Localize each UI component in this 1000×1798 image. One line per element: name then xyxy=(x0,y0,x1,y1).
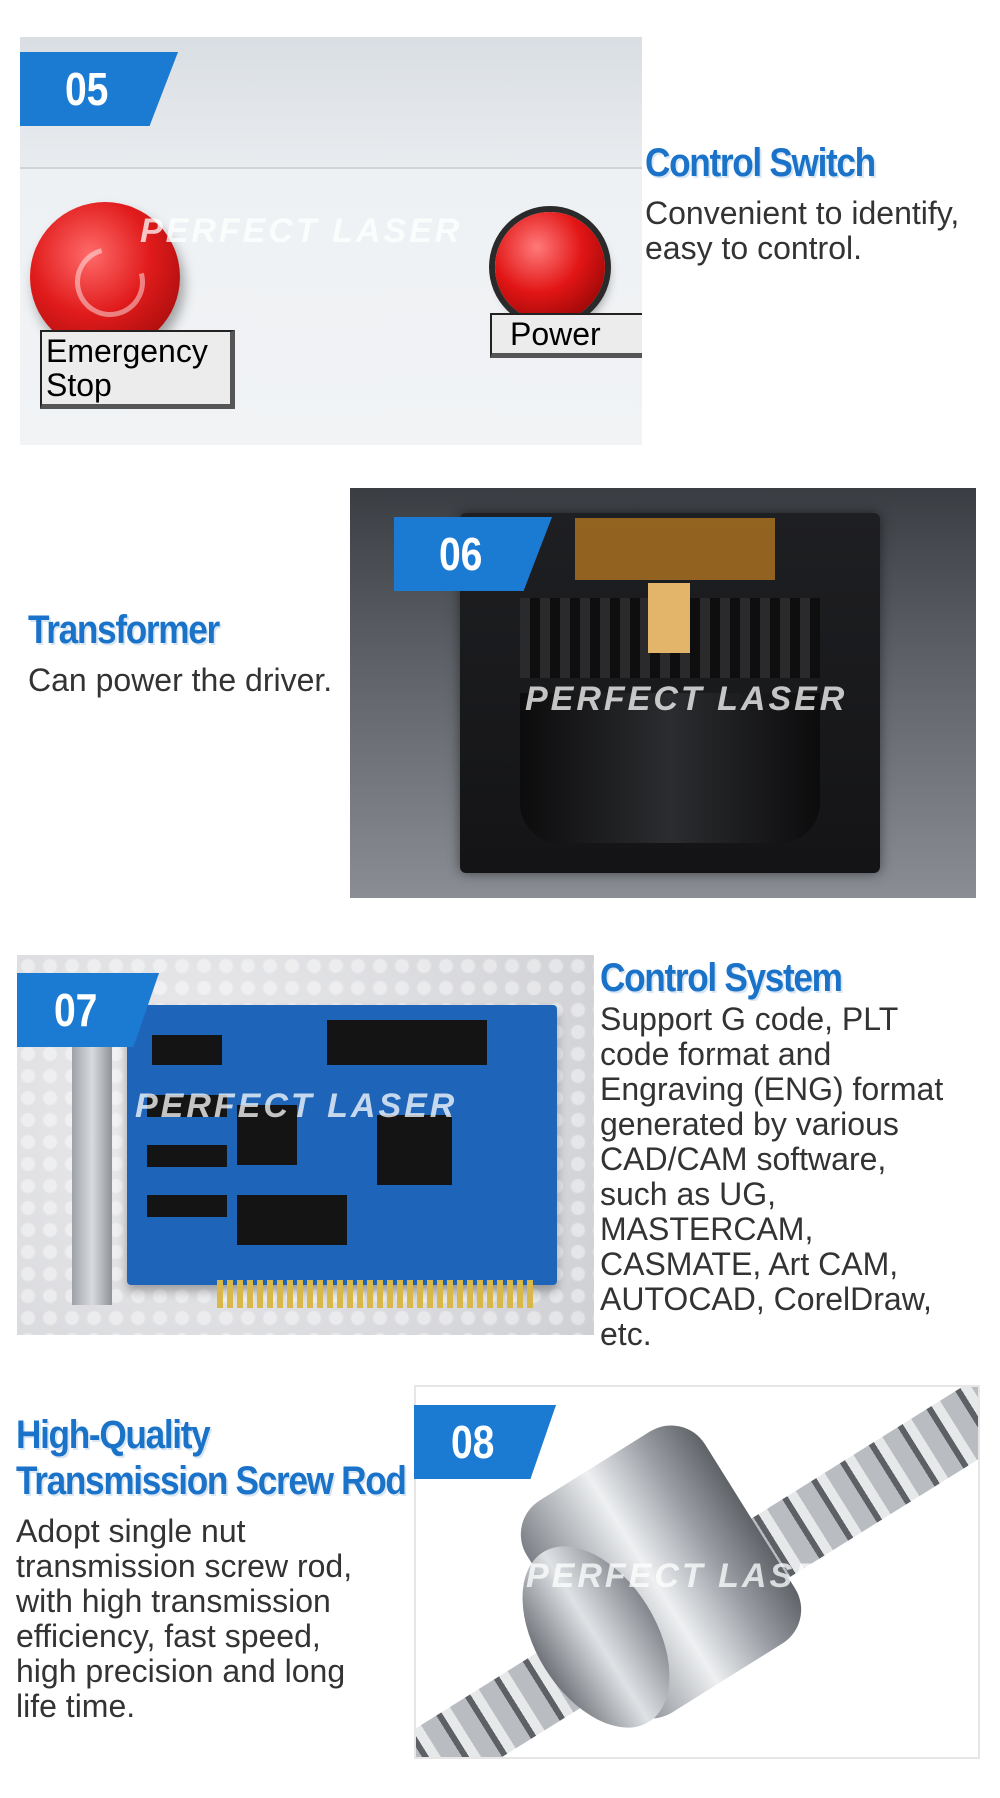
control-switch-photo: Emergency Stop Power PERFECT LASER xyxy=(20,37,642,445)
transformer-connector xyxy=(648,583,690,653)
watermark: PERFECT LASER xyxy=(525,680,848,718)
watermark: PERFECT LASER xyxy=(135,1087,458,1125)
watermark: PERFECT LASER xyxy=(140,212,463,250)
pcb-board xyxy=(127,1005,557,1285)
transformer-nameplate xyxy=(575,518,775,580)
feature-description-control-system: Support G code, PLT code format and Engr… xyxy=(600,1001,944,1352)
transformer-coil xyxy=(520,693,820,843)
emergency-label-line1: Emergency xyxy=(46,333,208,369)
power-plate: Power xyxy=(490,313,642,358)
feature-title-screw-rod: High-Quality Transmission Screw Rod xyxy=(16,1413,407,1503)
feature-description-transformer: Can power the driver. xyxy=(28,662,333,698)
feature-description-screw-rod: Adopt single nut transmission screw rod,… xyxy=(16,1513,353,1724)
feature-title-control-system: Control System xyxy=(600,956,843,1000)
feature-number-badge-05: 05 xyxy=(20,52,178,126)
feature-number-badge-06: 06 xyxy=(394,517,552,591)
feature-number-badge-07: 07 xyxy=(17,973,159,1047)
power-button-image xyxy=(495,212,605,322)
watermark: PERFECT LASER xyxy=(526,1557,849,1595)
emergency-label-line2: Stop xyxy=(46,367,112,403)
feature-title-transformer: Transformer xyxy=(28,608,220,652)
feature-title-control-switch: Control Switch xyxy=(645,141,876,185)
emergency-stop-plate: Emergency Stop xyxy=(40,330,235,409)
power-label: Power xyxy=(510,316,601,352)
feature-number-badge-08: 08 xyxy=(414,1405,556,1479)
pci-connector-pins xyxy=(217,1280,537,1308)
feature-description-control-switch: Convenient to identify, easy to control. xyxy=(645,195,960,266)
emergency-stop-button-image xyxy=(30,202,180,352)
control-board-photo: PERFECT LASER xyxy=(17,955,594,1335)
